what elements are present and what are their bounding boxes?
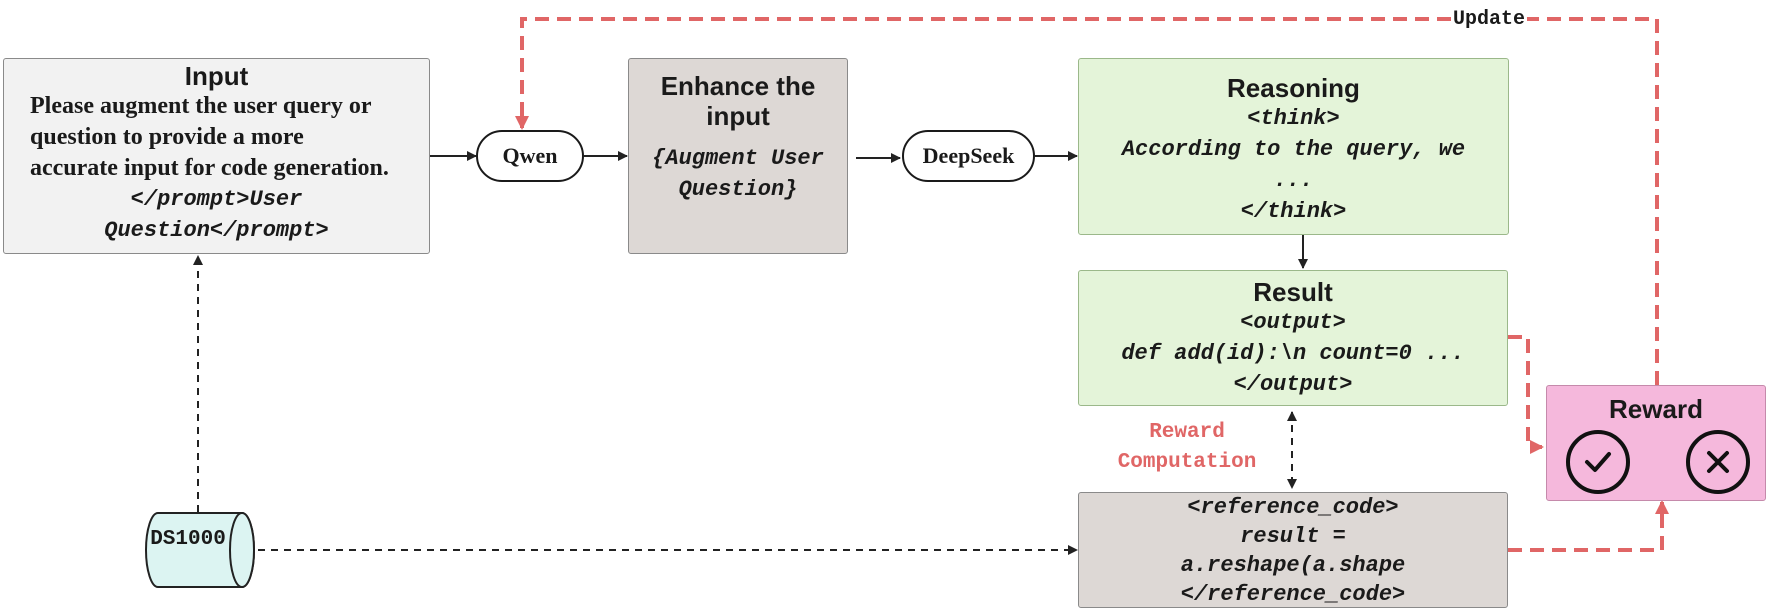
reward-computation-label: Reward Computation <box>1092 418 1282 478</box>
enhance-title-line-2: input <box>706 101 770 131</box>
result-line-1: <output> <box>1240 310 1346 335</box>
qwen-node: Qwen <box>476 130 584 182</box>
input-prompt-line-1: </prompt>User <box>130 187 303 212</box>
arrow-reward-update-to-qwen <box>515 17 1659 385</box>
reference-line-1: <reference_code> <box>1187 495 1399 520</box>
reasoning-line-2: According to the query, we <box>1121 137 1466 162</box>
reference-code-box: <reference_code> result = a.reshape(a.sh… <box>1078 492 1508 608</box>
input-instruction-line-1: Please augment the user query or <box>30 93 372 119</box>
reasoning-box: Reasoning <think> According to the query… <box>1078 58 1509 235</box>
input-prompt-line-2: Question</prompt> <box>104 218 329 243</box>
arrow-result-to-reward <box>1508 335 1544 454</box>
input-instruction-line-3: accurate input for code generation. <box>30 155 389 181</box>
deepseek-label: DeepSeek <box>922 143 1015 168</box>
enhance-box: Enhance the input {Augment User Question… <box>628 58 848 254</box>
reward-computation-line-2: Computation <box>1117 451 1257 474</box>
input-instruction-line-2: question to provide a more <box>30 124 304 150</box>
reference-line-3: a.reshape(a.shape <box>1180 553 1406 578</box>
dataset-label: DS1000 <box>150 528 226 551</box>
arrow-reference-to-reward <box>1508 500 1669 552</box>
qwen-label: Qwen <box>502 143 558 168</box>
input-title: Input <box>184 61 249 91</box>
result-line-2: def add(id):\n count=0 ... <box>1121 341 1465 366</box>
dataset-cylinder <box>145 512 255 588</box>
input-box: Input Please augment the user query or q… <box>3 58 430 254</box>
result-box: Result <output> def add(id):\n count=0 .… <box>1078 270 1508 406</box>
reference-line-2: result = <box>1240 524 1346 549</box>
enhance-body-line-1: {Augment User <box>652 146 824 171</box>
cross-icon <box>1686 430 1750 494</box>
result-title: Result <box>1253 277 1333 307</box>
reasoning-line-3: ... <box>1273 168 1314 193</box>
reward-title: Reward <box>1609 394 1703 424</box>
deepseek-node: DeepSeek <box>902 130 1035 182</box>
reasoning-line-4: </think> <box>1240 199 1347 224</box>
reasoning-line-1: <think> <box>1247 106 1340 131</box>
reference-line-4: </reference_code> <box>1180 582 1406 607</box>
update-label: Update <box>1451 8 1528 31</box>
reward-computation-line-1: Reward <box>1149 421 1225 444</box>
enhance-title-line-1: Enhance the <box>660 71 816 101</box>
check-icon <box>1566 430 1630 494</box>
result-line-3: </output> <box>1233 372 1353 397</box>
enhance-body-line-2: Question} <box>678 177 798 202</box>
reasoning-title: Reasoning <box>1227 73 1360 103</box>
